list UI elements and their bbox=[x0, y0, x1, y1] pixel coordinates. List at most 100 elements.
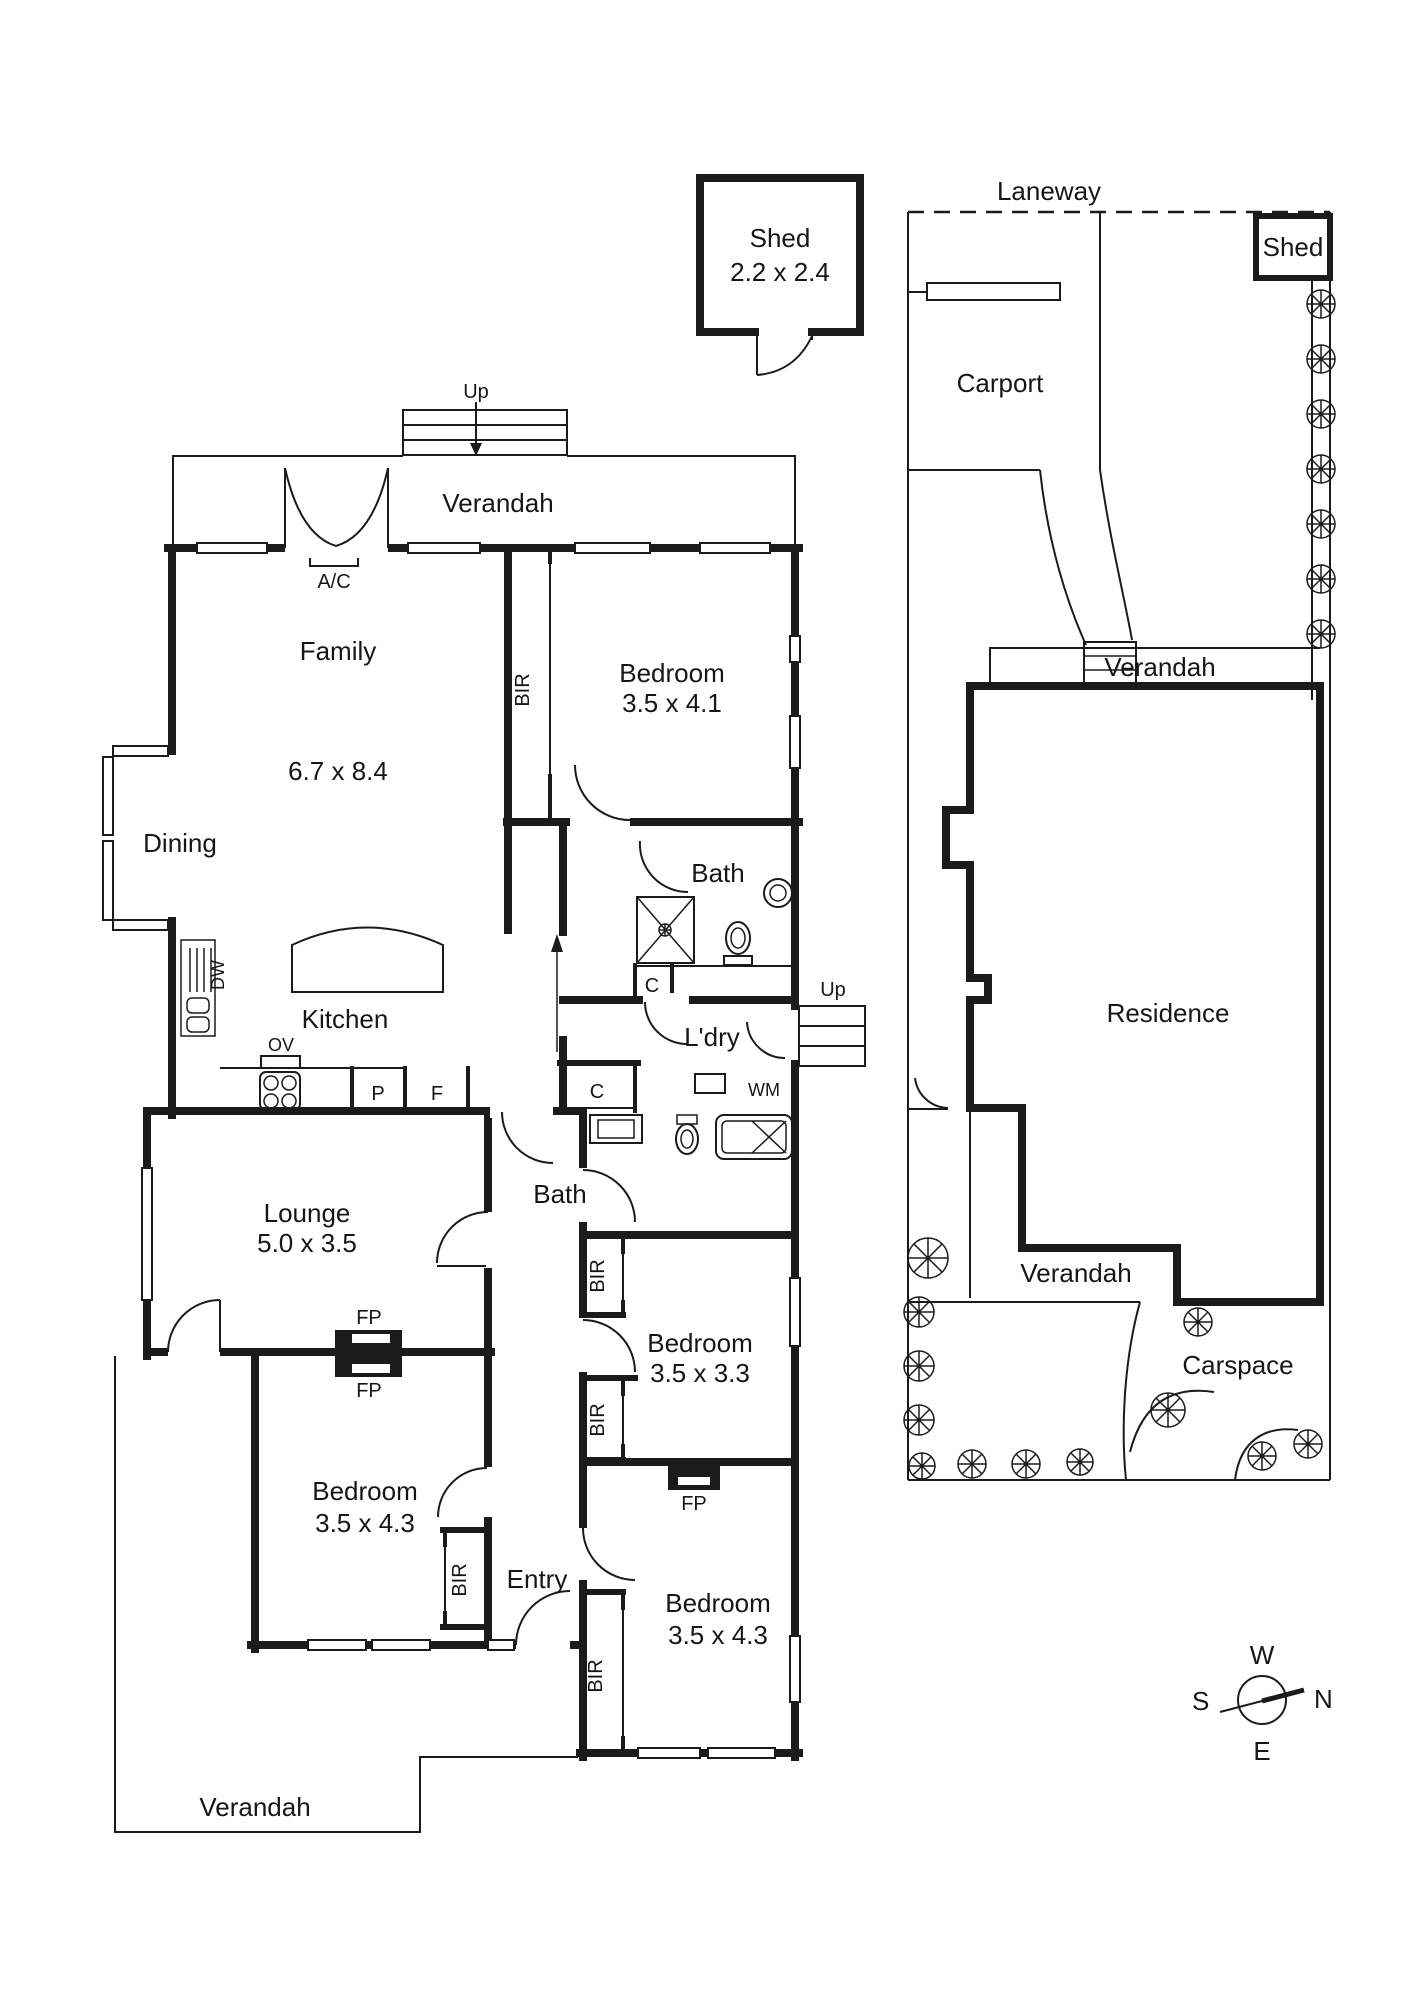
carspace-label: Carspace bbox=[1182, 1350, 1293, 1380]
tree bbox=[957, 1449, 987, 1479]
carport-gate bbox=[926, 282, 1061, 301]
back-steps: Up bbox=[798, 979, 866, 1067]
dining-label: Dining bbox=[143, 828, 217, 858]
ac-unit: A/C bbox=[309, 558, 359, 593]
cupboard-label-2: C bbox=[590, 1081, 604, 1103]
fireplace-lounge: FP FP bbox=[335, 1307, 402, 1402]
tree bbox=[1306, 509, 1336, 539]
tree bbox=[1247, 1441, 1277, 1471]
basin bbox=[763, 878, 793, 908]
kitchen-fixtures: DW OV P F bbox=[180, 926, 444, 1111]
residence-label: Residence bbox=[1107, 998, 1230, 1028]
tree bbox=[1183, 1307, 1213, 1337]
tree bbox=[1306, 399, 1336, 429]
site-verandah-top: Verandah bbox=[989, 647, 1320, 686]
shed-label: Shed bbox=[750, 223, 811, 253]
bedroom4-label: Bedroom bbox=[665, 1588, 771, 1618]
bedroom1-dim: 3.5 x 4.1 bbox=[622, 688, 722, 718]
tree bbox=[1306, 619, 1336, 649]
tree bbox=[1150, 1392, 1186, 1428]
pantry-label: P bbox=[371, 1083, 384, 1105]
fireplace-bed4: FP bbox=[668, 1462, 720, 1515]
cooktop bbox=[259, 1071, 301, 1111]
fp-label-2: FP bbox=[356, 1380, 382, 1402]
bedroom3-label: Bedroom bbox=[312, 1476, 418, 1506]
site-plan: Laneway Shed Carpo bbox=[903, 176, 1336, 1481]
up-arrow-top bbox=[470, 443, 482, 456]
tree bbox=[903, 1350, 935, 1382]
side-gate bbox=[908, 1077, 949, 1110]
tree bbox=[1306, 289, 1336, 319]
compass-north: N bbox=[1314, 1684, 1333, 1714]
carport-label: Carport bbox=[957, 368, 1044, 398]
laundry-sink bbox=[694, 1073, 726, 1094]
kitchen-label: Kitchen bbox=[302, 1004, 389, 1034]
verandah-bottom-outline: Verandah bbox=[114, 1356, 578, 1833]
verandah-top-outline: Verandah bbox=[172, 455, 796, 548]
oven bbox=[260, 1055, 301, 1069]
laneway-label: Laneway bbox=[997, 176, 1101, 206]
kitchen-island bbox=[291, 926, 444, 993]
floor-plan: Shed 2.2 x 2.4 Up Verandah Verandah bbox=[102, 174, 866, 1833]
bath1-label: Bath bbox=[691, 858, 745, 888]
site-shed-label: Shed bbox=[1263, 232, 1324, 262]
toilet bbox=[725, 921, 751, 955]
garden-strip-east bbox=[1306, 278, 1336, 700]
room-labels: Family 6.7 x 8.4 Dining Bedroom 3.5 x 4.… bbox=[143, 636, 771, 1693]
up-label-back: Up bbox=[820, 979, 846, 1001]
fp-label-3: FP bbox=[681, 1493, 707, 1515]
bedroom2-dim: 3.5 x 3.3 bbox=[650, 1358, 750, 1388]
laundry-fixtures: WM bbox=[694, 1073, 780, 1100]
bathtub bbox=[715, 1114, 793, 1160]
tree bbox=[1306, 564, 1336, 594]
fp-label-1: FP bbox=[356, 1307, 382, 1329]
residence: Residence bbox=[942, 682, 1324, 1306]
verandah-bottom-label: Verandah bbox=[199, 1792, 310, 1822]
bedroom3-dim: 3.5 x 4.3 bbox=[315, 1508, 415, 1538]
hall-arrow bbox=[551, 934, 563, 1052]
tree bbox=[1306, 454, 1336, 484]
compass-east: E bbox=[1253, 1736, 1270, 1766]
carport: Carport bbox=[908, 212, 1133, 646]
bedroom1-label: Bedroom bbox=[619, 658, 725, 688]
site-verandah-top-label: Verandah bbox=[1104, 652, 1215, 682]
bir-label-4: BIR bbox=[449, 1563, 471, 1596]
windows bbox=[102, 542, 801, 1759]
wm-label: WM bbox=[748, 1080, 780, 1100]
family-dim: 6.7 x 8.4 bbox=[288, 756, 388, 786]
tree bbox=[903, 1296, 935, 1328]
site-verandah-bottom-label: Verandah bbox=[1020, 1258, 1131, 1288]
front-steps-top: Up bbox=[402, 381, 568, 456]
tree bbox=[1011, 1449, 1041, 1479]
tree bbox=[907, 1237, 949, 1279]
shed-dim-label: 2.2 x 2.4 bbox=[730, 257, 830, 287]
up-label-top: Up bbox=[463, 381, 489, 403]
entry-label: Entry bbox=[507, 1564, 568, 1594]
bath2-label: Bath bbox=[533, 1179, 587, 1209]
tree bbox=[903, 1404, 935, 1436]
compass: W N S E bbox=[1192, 1640, 1333, 1766]
bedroom4-dim: 3.5 x 4.3 bbox=[668, 1620, 768, 1650]
bir-label-1: BIR bbox=[512, 673, 534, 706]
shed-outline: Shed 2.2 x 2.4 bbox=[696, 174, 864, 376]
interior-walls bbox=[143, 544, 803, 1761]
ac-label: A/C bbox=[317, 571, 350, 593]
door-gaps bbox=[168, 541, 802, 1652]
tree bbox=[908, 1452, 936, 1480]
cupboard-label-1: C bbox=[645, 975, 659, 997]
bir-door-lines bbox=[443, 546, 633, 1753]
doors bbox=[167, 467, 786, 1646]
fridge-label: F bbox=[431, 1083, 443, 1105]
tree bbox=[1306, 344, 1336, 374]
bir-label-5: BIR bbox=[585, 1659, 607, 1692]
site-verandah-bottom: Verandah bbox=[908, 1110, 1140, 1303]
site-trees bbox=[903, 1237, 1323, 1480]
compass-circle bbox=[1237, 1675, 1287, 1725]
compass-south: S bbox=[1192, 1686, 1209, 1716]
family-label: Family bbox=[300, 636, 377, 666]
dishwasher bbox=[180, 939, 216, 1037]
exterior-walls bbox=[143, 544, 803, 1761]
verandah-top-label: Verandah bbox=[442, 488, 553, 518]
